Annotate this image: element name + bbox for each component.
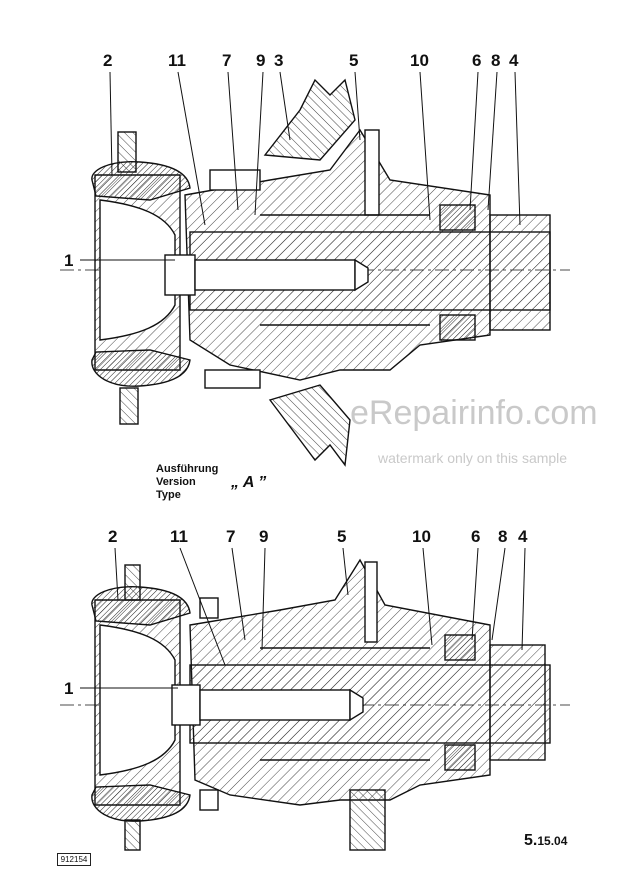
watermark-main: eRepairinfo.com — [350, 394, 598, 432]
top-label-part-8: 8 — [491, 51, 501, 70]
bottom-label-part-6: 6 — [471, 527, 481, 546]
top-pump-section — [60, 78, 570, 467]
version-variant: „ A ” — [231, 474, 267, 491]
bottom-label-part-2: 2 — [108, 527, 118, 546]
top-label-part-6: 6 — [472, 51, 482, 70]
bottom-label-part-10: 10 — [412, 527, 431, 546]
caption-line-english: Version — [156, 476, 196, 488]
bottom-label-part-11: 11 — [170, 527, 188, 546]
top-leader-lines — [80, 71, 521, 261]
top-label-part-1: 1 — [64, 251, 74, 270]
page-number-main: 5. — [524, 832, 538, 849]
bottom-leader-lines — [80, 547, 526, 689]
caption-line-german: Ausführung — [156, 463, 219, 475]
top-label-part-3: 3 — [274, 51, 284, 70]
top-label-part-4: 4 — [509, 51, 519, 70]
caption-line-french: Type — [156, 489, 181, 501]
top-label-part-10: 10 — [410, 51, 429, 70]
bottom-label-part-7: 7 — [226, 527, 236, 546]
bottom-label-part-4: 4 — [518, 527, 528, 546]
top-label-part-9: 9 — [256, 51, 266, 70]
top-label-part-11: 11 — [168, 51, 186, 70]
page-number: 5.15.04 — [524, 832, 567, 850]
watermark-sub: watermark only on this sample — [378, 450, 568, 466]
bottom-label-part-5: 5 — [337, 527, 347, 546]
bottom-label-part-8: 8 — [498, 527, 508, 546]
top-label-part-5: 5 — [349, 51, 359, 70]
bottom-label-part-1: 1 — [64, 679, 74, 698]
bottom-label-part-9: 9 — [259, 527, 269, 546]
top-label-part-7: 7 — [222, 51, 232, 70]
version-caption: Ausführung Version Type — [156, 463, 218, 502]
bottom-pump-section — [60, 558, 570, 851]
drawing-number: 912154 — [57, 853, 91, 866]
page-number-sub: 15.04 — [537, 834, 568, 848]
top-label-part-2: 2 — [103, 51, 113, 70]
